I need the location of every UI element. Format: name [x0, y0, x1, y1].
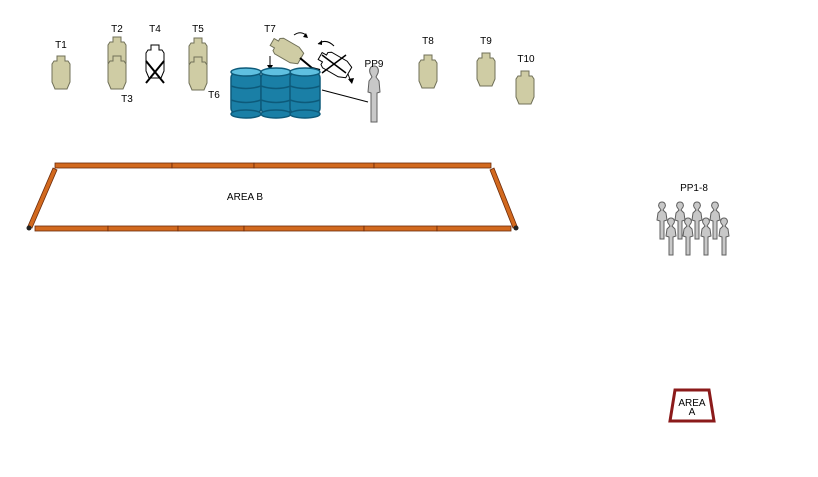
area-b-label: AREA B: [227, 192, 263, 203]
fault-line-left: [27, 167, 58, 229]
no-shoot-x-mark: [145, 60, 165, 84]
no-shoot-t4-label: T4: [149, 24, 161, 35]
fault-line-bottom: [34, 225, 512, 232]
target-t3: T3: [107, 55, 133, 105]
target-t10-label: T10: [517, 54, 535, 65]
no-shoot-t4: T4: [145, 24, 165, 84]
barrel-left: [230, 67, 262, 119]
target-t6-label: T6: [208, 90, 220, 101]
popper-group-pp1-8-label: PP1-8: [680, 183, 708, 194]
popper-pp9-label: PP9: [365, 59, 384, 70]
popper-pp3: [691, 201, 703, 240]
target-t3-label: T3: [121, 94, 133, 105]
popper-pp7: [700, 217, 712, 256]
barrel-stack: [230, 67, 321, 119]
fault-line-top: [54, 162, 492, 169]
area-a-label-line1: AREA: [678, 398, 706, 409]
swinger-t7-label: T7: [264, 24, 276, 35]
target-t1-label: T1: [55, 40, 67, 51]
target-t5-label: T5: [192, 24, 204, 35]
target-t2: T2: [107, 24, 127, 71]
popper-pp5: [665, 217, 677, 256]
pp9-activation-line: [321, 89, 369, 103]
popper-pp9: PP9: [321, 59, 384, 123]
area-a-box: [668, 388, 716, 423]
barrel-middle: [260, 67, 292, 119]
fault-line-right: [489, 167, 518, 229]
target-t10: T10: [515, 54, 535, 105]
target-t2-label: T2: [111, 24, 123, 35]
barrel-right: [289, 67, 321, 119]
popper-pp4: [709, 201, 721, 240]
area-b: AREA B: [26, 162, 519, 232]
popper-pp8: [718, 217, 730, 256]
target-t8: T8: [418, 36, 438, 89]
swinger-t7: T7: [264, 24, 354, 84]
target-t9-label: T9: [480, 36, 492, 47]
area-a: AREA A: [668, 388, 716, 423]
target-t8-label: T8: [422, 36, 434, 47]
target-t9: T9: [476, 36, 496, 87]
popper-group-pp1-8: PP1-8: [656, 183, 730, 256]
area-a-label-line2: A: [689, 407, 696, 418]
target-t6: T6: [188, 56, 220, 101]
no-shoot-swinger-x-mark: [321, 54, 347, 74]
popper-pp1: [656, 201, 668, 240]
target-t5: T5: [188, 24, 208, 72]
target-t1: T1: [51, 40, 71, 90]
popper-pp6: [682, 217, 694, 256]
